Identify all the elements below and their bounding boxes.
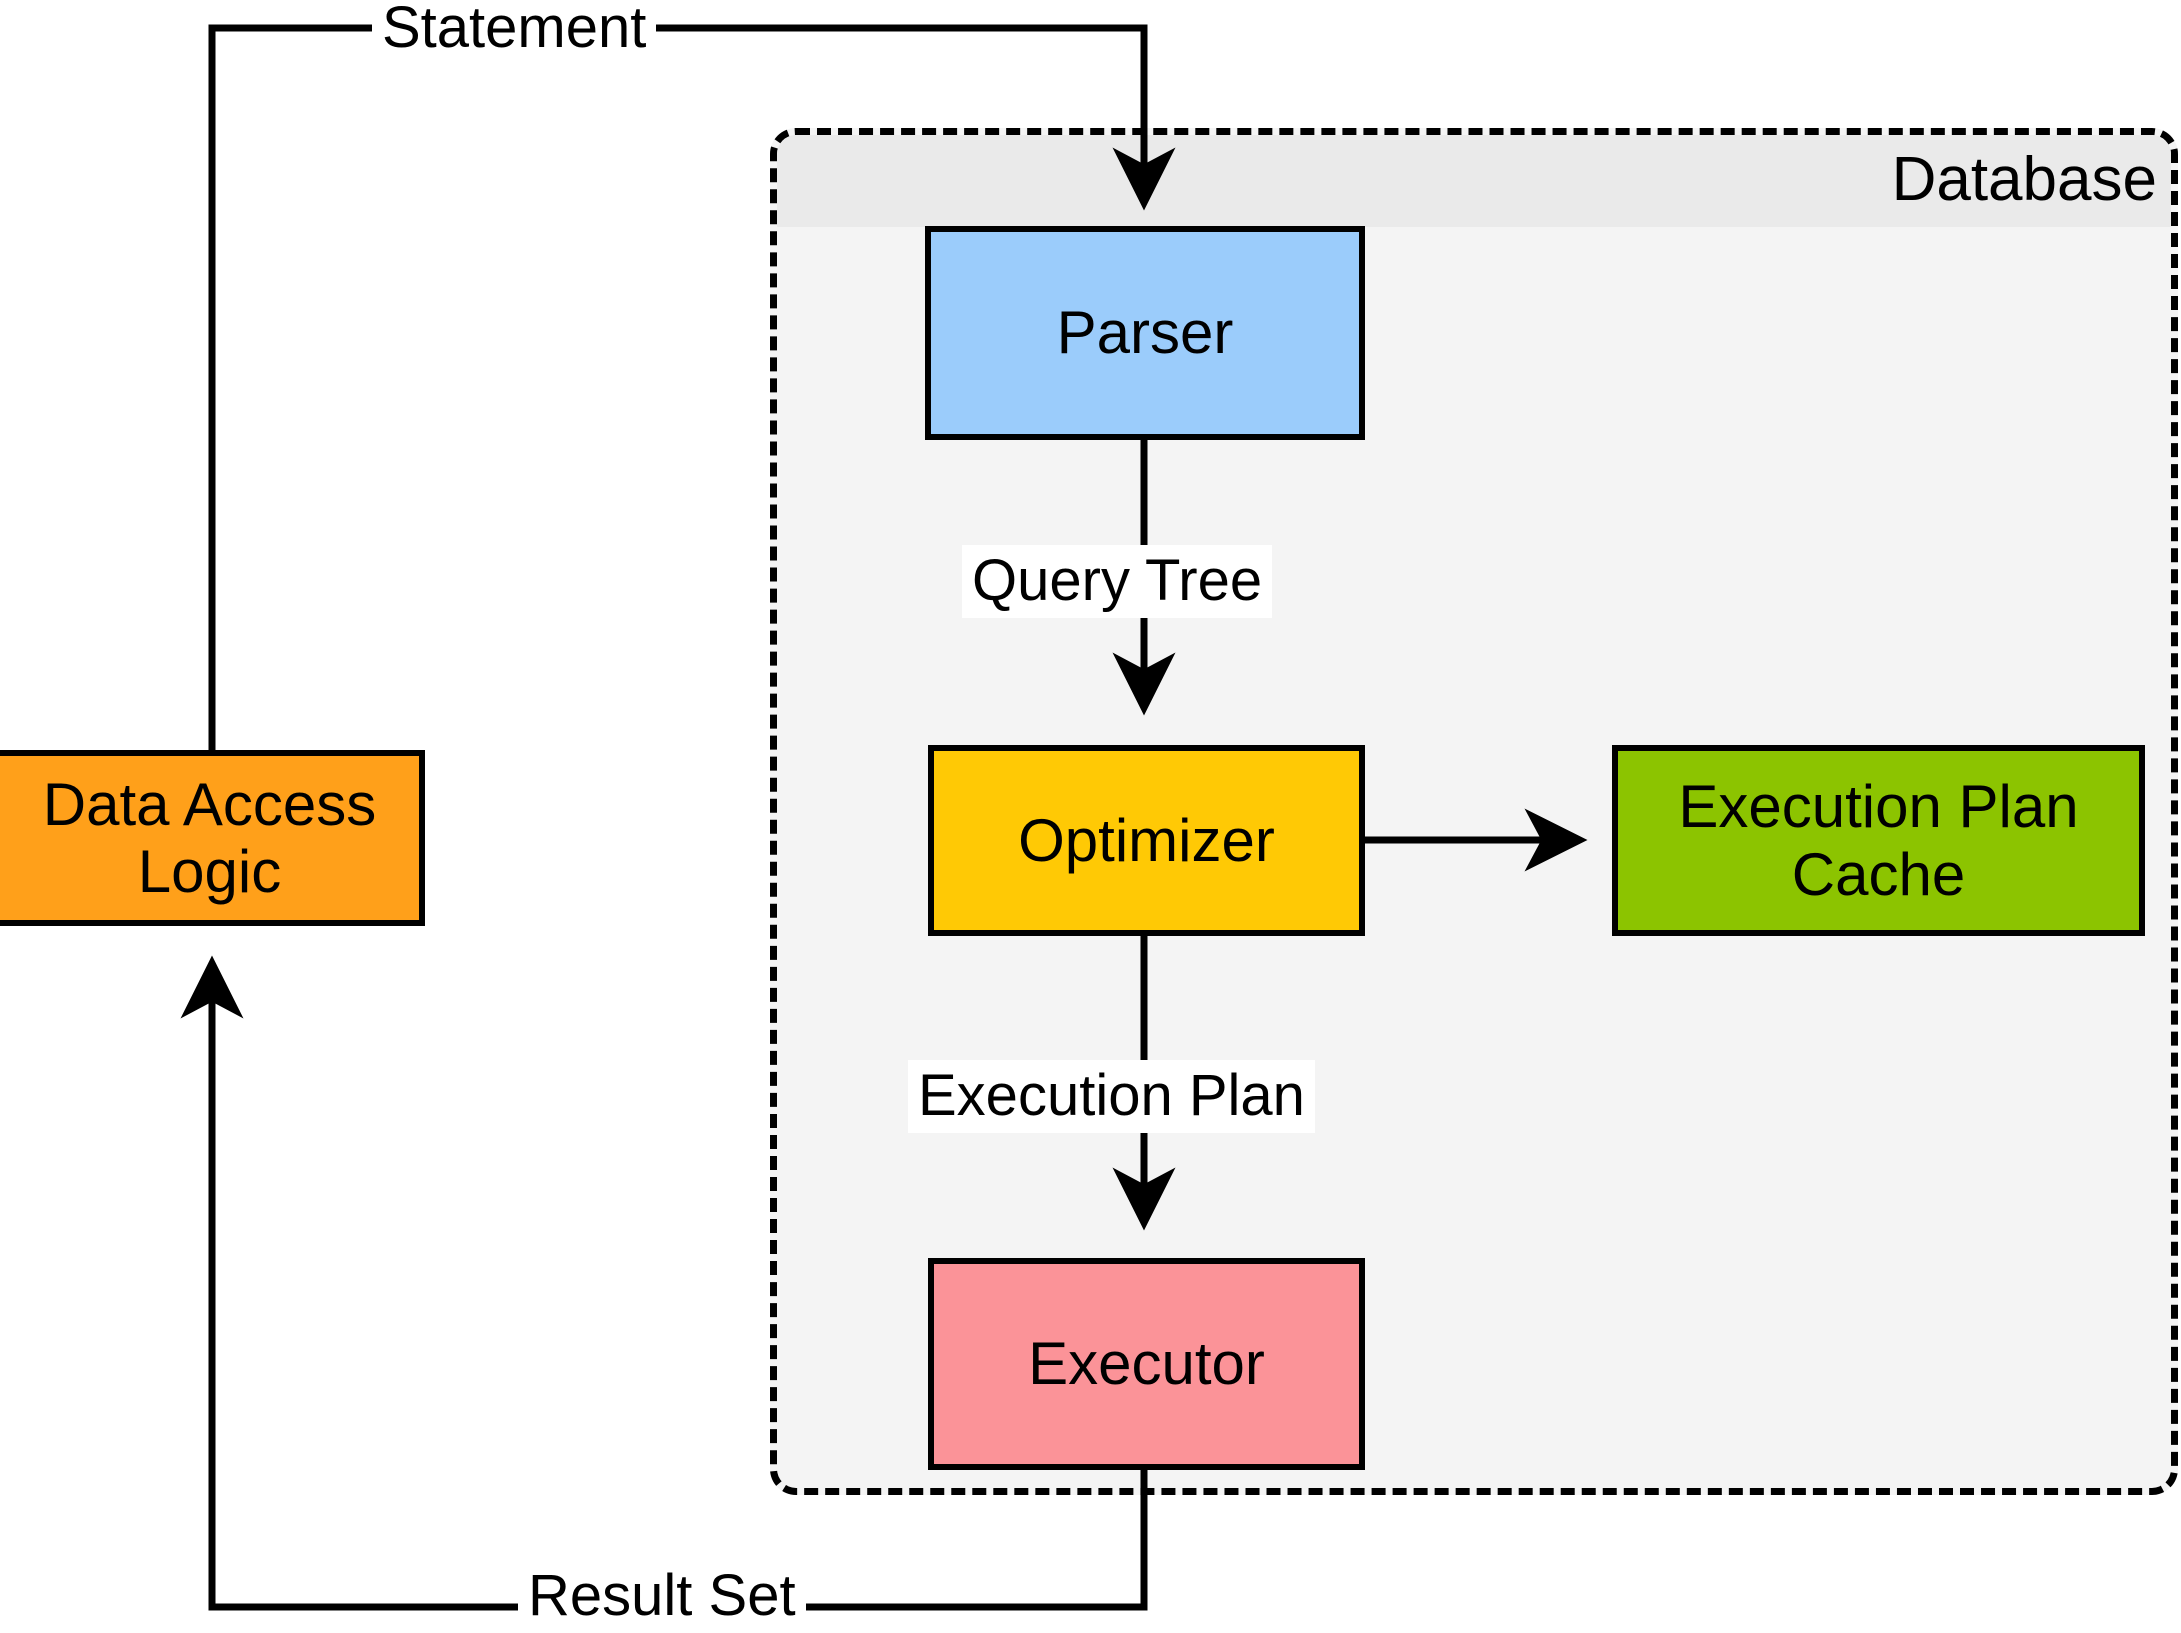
node-data-access-logic-label: Data Access Logic [42, 770, 377, 905]
node-executor[interactable]: Executor [928, 1258, 1365, 1470]
edge-statement-line [208, 24, 1176, 750]
node-execution-plan-cache[interactable]: Execution Plan Cache [1612, 745, 2145, 936]
edge-label-result-set: Result Set [518, 1560, 806, 1633]
node-parser-label: Parser [1056, 299, 1234, 367]
edge-label-statement: Statement [372, 0, 657, 65]
node-optimizer[interactable]: Optimizer [928, 745, 1365, 936]
node-data-access-logic[interactable]: Data Access Logic [0, 750, 425, 926]
node-executor-label: Executor [1028, 1330, 1265, 1398]
node-execution-plan-cache-label: Execution Plan Cache [1678, 773, 2079, 908]
database-label: Database [1891, 145, 2157, 214]
node-optimizer-label: Optimizer [1018, 806, 1275, 874]
edge-label-query-tree: Query Tree [962, 545, 1273, 618]
database-header-band [777, 135, 2171, 227]
node-parser[interactable]: Parser [925, 226, 1365, 440]
edge-label-execution-plan: Execution Plan [908, 1060, 1315, 1133]
